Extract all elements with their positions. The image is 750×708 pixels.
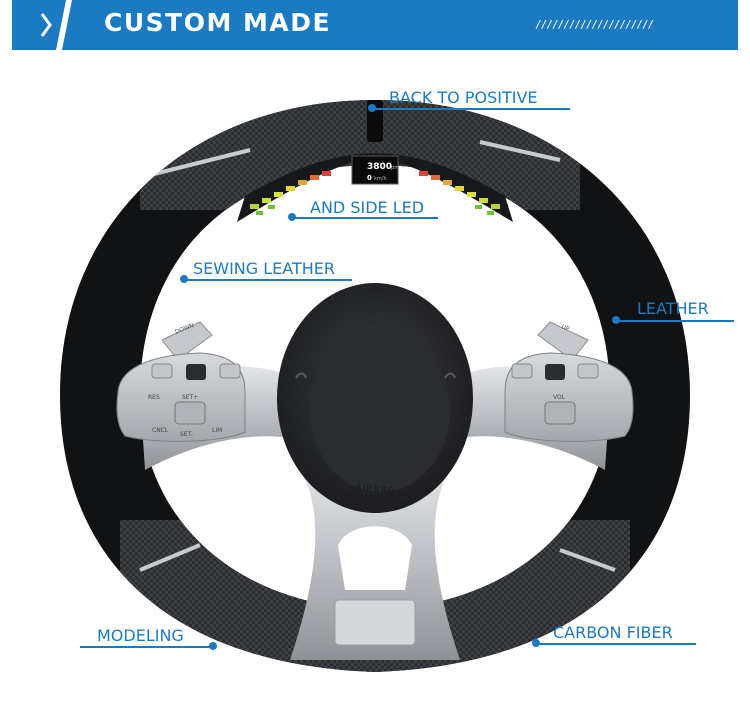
callout-line-sewing-leather (186, 279, 352, 281)
header-banner: CUSTOM MADE ///////////////////// (12, 0, 738, 50)
led-row-left (250, 171, 331, 215)
callout-dot-and-side-led (288, 213, 296, 221)
callout-line-leather (618, 320, 734, 322)
paddle-left: DOWN (161, 321, 213, 361)
display-speed-unit: km/h (374, 176, 387, 182)
led-display: 3800 rpm 0 km/h (237, 153, 513, 222)
callout-and-side-led: AND SIDE LED (310, 198, 425, 217)
horn-icon-left (295, 372, 307, 379)
banner-shape (12, 0, 738, 50)
callout-line-and-side-led (292, 217, 438, 219)
callout-dot-leather (612, 316, 620, 324)
callout-dot-back-to-positive (368, 104, 376, 112)
res-label: RES (148, 394, 160, 401)
set-minus-label: SET- (180, 431, 193, 438)
page-title: CUSTOM MADE (104, 8, 332, 37)
paddle-right: UP (537, 321, 589, 361)
banner-hatch-decoration: ///////////////////// (535, 18, 654, 31)
callout-dot-sewing-leather (180, 275, 188, 283)
callout-back-to-positive: BACK TO POSITIVE (389, 88, 538, 107)
display-rpm-unit: rpm (389, 165, 399, 171)
display-speed: 0 (367, 174, 372, 182)
right-control-pad: VOL (504, 352, 634, 442)
led-row-right (419, 171, 500, 215)
callout-dot-carbon-fiber (532, 639, 540, 647)
horn-icon-right (444, 372, 456, 379)
callout-leather: LEATHER (637, 299, 709, 318)
cncl-label: CNCL (152, 427, 169, 434)
callout-carbon-fiber: CARBON FIBER (553, 623, 673, 642)
left-control-pad: RES SET+ CNCL SET- LIM (116, 352, 246, 442)
callout-dot-modeling (209, 642, 217, 650)
chevron-right-icon (40, 13, 52, 37)
set-plus-label: SET+ (182, 394, 198, 401)
airbag-hub: AIRBAG (277, 283, 473, 513)
airbag-label: AIRBAG (355, 483, 396, 497)
callout-line-carbon-fiber (538, 643, 696, 645)
callout-modeling: MODELING (97, 626, 184, 645)
paddle-up-label: UP (560, 323, 570, 333)
lim-label: LIM (212, 427, 222, 434)
callout-sewing-leather: SEWING LEATHER (193, 259, 336, 278)
vol-label: VOL (553, 394, 566, 401)
callout-line-back-to-positive (372, 108, 570, 110)
callout-line-modeling (80, 646, 215, 648)
display-rpm: 3800 (367, 162, 392, 172)
